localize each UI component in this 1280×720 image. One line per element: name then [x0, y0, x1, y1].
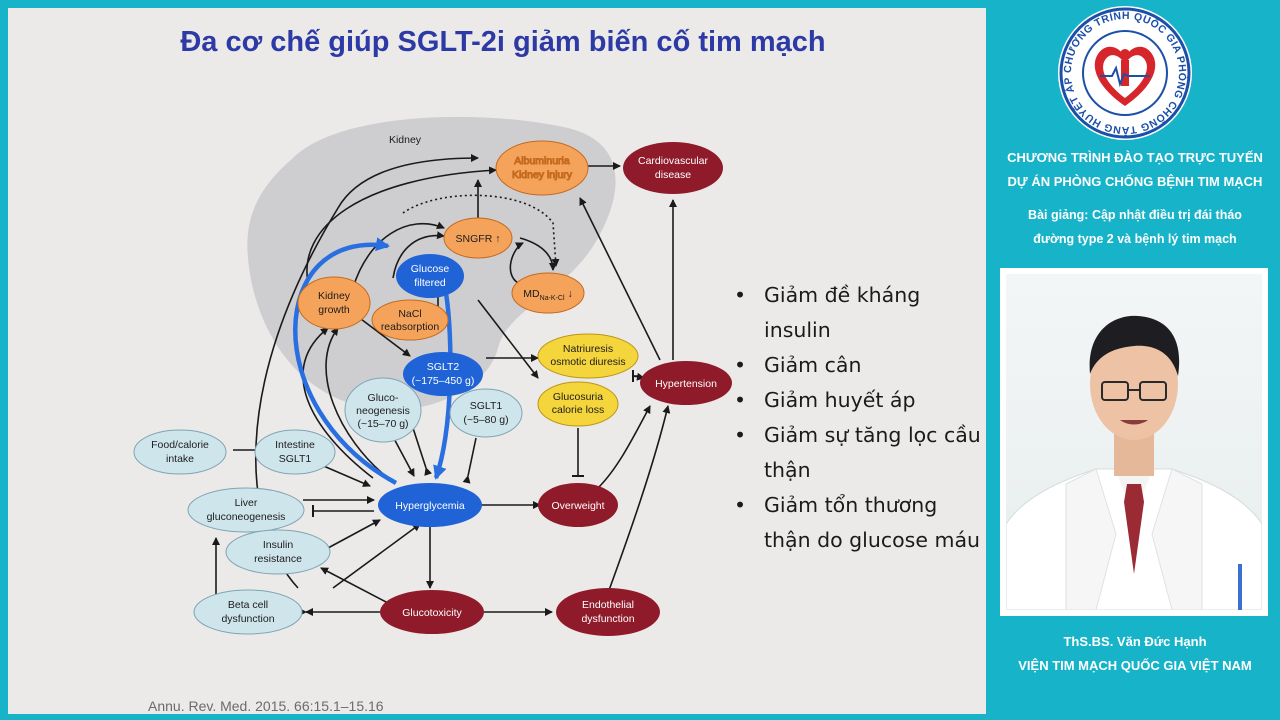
svg-text:SGLT2: SGLT2	[427, 361, 460, 373]
svg-text:SGLT1: SGLT1	[279, 453, 312, 465]
node-overweight: Overweight	[538, 483, 618, 527]
svg-text:Endothelial: Endothelial	[582, 599, 634, 611]
svg-text:SGLT1: SGLT1	[470, 400, 503, 412]
svg-text:dysfunction: dysfunction	[581, 613, 634, 625]
node-insulin-resistance: Insulin resistance	[226, 530, 330, 574]
node-endothelial: Endothelial dysfunction	[556, 588, 660, 636]
svg-text:osmotic diuresis: osmotic diuresis	[550, 356, 625, 368]
svg-text:gluconeogenesis: gluconeogenesis	[207, 511, 286, 523]
speaker-name: ThS.BS. Văn Đức Hạnh	[990, 634, 1280, 649]
svg-text:Intestine: Intestine	[275, 439, 315, 451]
svg-text:Liver: Liver	[235, 497, 258, 509]
svg-text:Natriuresis: Natriuresis	[563, 343, 613, 355]
edge-glucotoxicity-insulin	[321, 568, 388, 603]
svg-text:Glucosuria: Glucosuria	[553, 391, 603, 403]
svg-text:reabsorption: reabsorption	[381, 321, 440, 333]
bullet-item: Giảm sự tăng lọc cầu thận	[730, 418, 986, 488]
node-liver-gluconeogenesis: Liver gluconeogenesis	[188, 488, 304, 532]
bullet-item: Giảm đề kháng insulin	[730, 278, 986, 348]
node-intestine-sglt1: Intestine SGLT1	[255, 430, 335, 474]
svg-text:neogenesis: neogenesis	[356, 405, 410, 417]
svg-text:Hyperglycemia: Hyperglycemia	[395, 500, 465, 512]
svg-text:Glucose: Glucose	[411, 263, 450, 275]
program-line-1: CHƯƠNG TRÌNH ĐÀO TẠO TRỰC TUYẾN	[990, 150, 1280, 165]
node-cardiovascular-disease: Cardiovascular disease	[623, 142, 723, 194]
svg-text:disease: disease	[655, 169, 691, 181]
svg-text:Overweight: Overweight	[551, 500, 604, 512]
lecture-line-2: đường type 2 và bệnh lý tim mạch	[990, 232, 1280, 246]
heart-logo-icon: CHƯƠNG TRÌNH QUỐC GIA PHÒNG CHỐNG TĂNG H…	[1056, 4, 1194, 142]
node-sglt1: SGLT1 (~5–80 g)	[450, 389, 522, 437]
edge-endothelial-hypertension	[608, 406, 668, 593]
node-albuminuria: Albuminuria Kidney injury	[496, 141, 588, 195]
svg-text:(~15–70 g): (~15–70 g)	[357, 418, 408, 430]
svg-text:Cardiovascular: Cardiovascular	[638, 155, 709, 167]
citation: Annu. Rev. Med. 2015. 66:15.1–15.16	[148, 698, 384, 714]
node-food-intake: Food/calorie intake	[134, 430, 226, 474]
node-md-nakcl: MDNa-K-Cl ↓	[512, 273, 584, 313]
svg-text:Glucotoxicity: Glucotoxicity	[402, 607, 462, 619]
svg-text:growth: growth	[318, 304, 350, 316]
node-glucosuria: Glucosuria calorie loss	[538, 382, 618, 426]
svg-text:dysfunction: dysfunction	[221, 613, 274, 625]
presenter-silhouette	[1006, 274, 1262, 610]
svg-text:(~175–450 g): (~175–450 g)	[412, 375, 475, 387]
node-hypertension: Hypertension	[640, 361, 732, 405]
kidney-label: Kidney	[389, 134, 422, 146]
svg-text:Insulin: Insulin	[263, 539, 294, 551]
svg-text:Albuminuria: Albuminuria	[514, 155, 570, 167]
bullet-item: Giảm huyết áp	[730, 383, 986, 418]
presenter-video-feed	[1000, 268, 1268, 616]
bullet-list: Giảm đề kháng insulin Giảm cân Giảm huyế…	[730, 278, 986, 558]
svg-text:calorie loss: calorie loss	[552, 404, 605, 416]
node-gluconeogenesis: Gluco- neogenesis (~15–70 g)	[345, 378, 421, 442]
svg-text:Food/calorie: Food/calorie	[151, 439, 209, 451]
svg-text:resistance: resistance	[254, 553, 302, 565]
node-sglt2: SGLT2 (~175–450 g)	[403, 352, 483, 396]
bullet-item: Giảm cân	[730, 348, 986, 383]
svg-text:intake: intake	[166, 453, 194, 465]
svg-text:Hypertension: Hypertension	[655, 378, 717, 390]
speaker-organization: VIỆN TIM MẠCH QUỐC GIA VIỆT NAM	[990, 658, 1280, 673]
svg-text:NaCl: NaCl	[398, 308, 421, 320]
svg-text:SNGFR ↑: SNGFR ↑	[456, 233, 501, 245]
node-glucose-filtered: Glucose filtered	[396, 254, 464, 298]
svg-text:Kidney: Kidney	[318, 290, 351, 302]
lecture-line-1: Bài giảng: Cập nhật điều trị đái tháo	[990, 208, 1280, 222]
svg-text:filtered: filtered	[414, 277, 446, 289]
slide-panel: Đa cơ chế giúp SGLT-2i giảm biến cố tim …	[8, 8, 986, 714]
node-kidney-growth: Kidney growth	[298, 277, 370, 329]
svg-text:Beta cell: Beta cell	[228, 599, 268, 611]
node-nacl-reabsorption: NaCl reabsorption	[372, 300, 448, 340]
node-hyperglycemia: Hyperglycemia	[378, 483, 482, 527]
node-glucotoxicity: Glucotoxicity	[380, 590, 484, 634]
node-beta-cell: Beta cell dysfunction	[194, 590, 302, 634]
node-sngfr: SNGFR ↑	[444, 218, 512, 258]
program-line-2: DỰ ÁN PHÒNG CHỐNG BỆNH TIM MẠCH	[990, 174, 1280, 189]
node-natriuresis: Natriuresis osmotic diuresis	[538, 334, 638, 378]
bullet-item: Giảm tổn thương thận do glucose máu	[730, 488, 986, 558]
svg-text:Gluco-: Gluco-	[368, 392, 399, 404]
svg-text:Kidney injury: Kidney injury	[512, 169, 573, 181]
svg-text:(~5–80 g): (~5–80 g)	[463, 414, 508, 426]
